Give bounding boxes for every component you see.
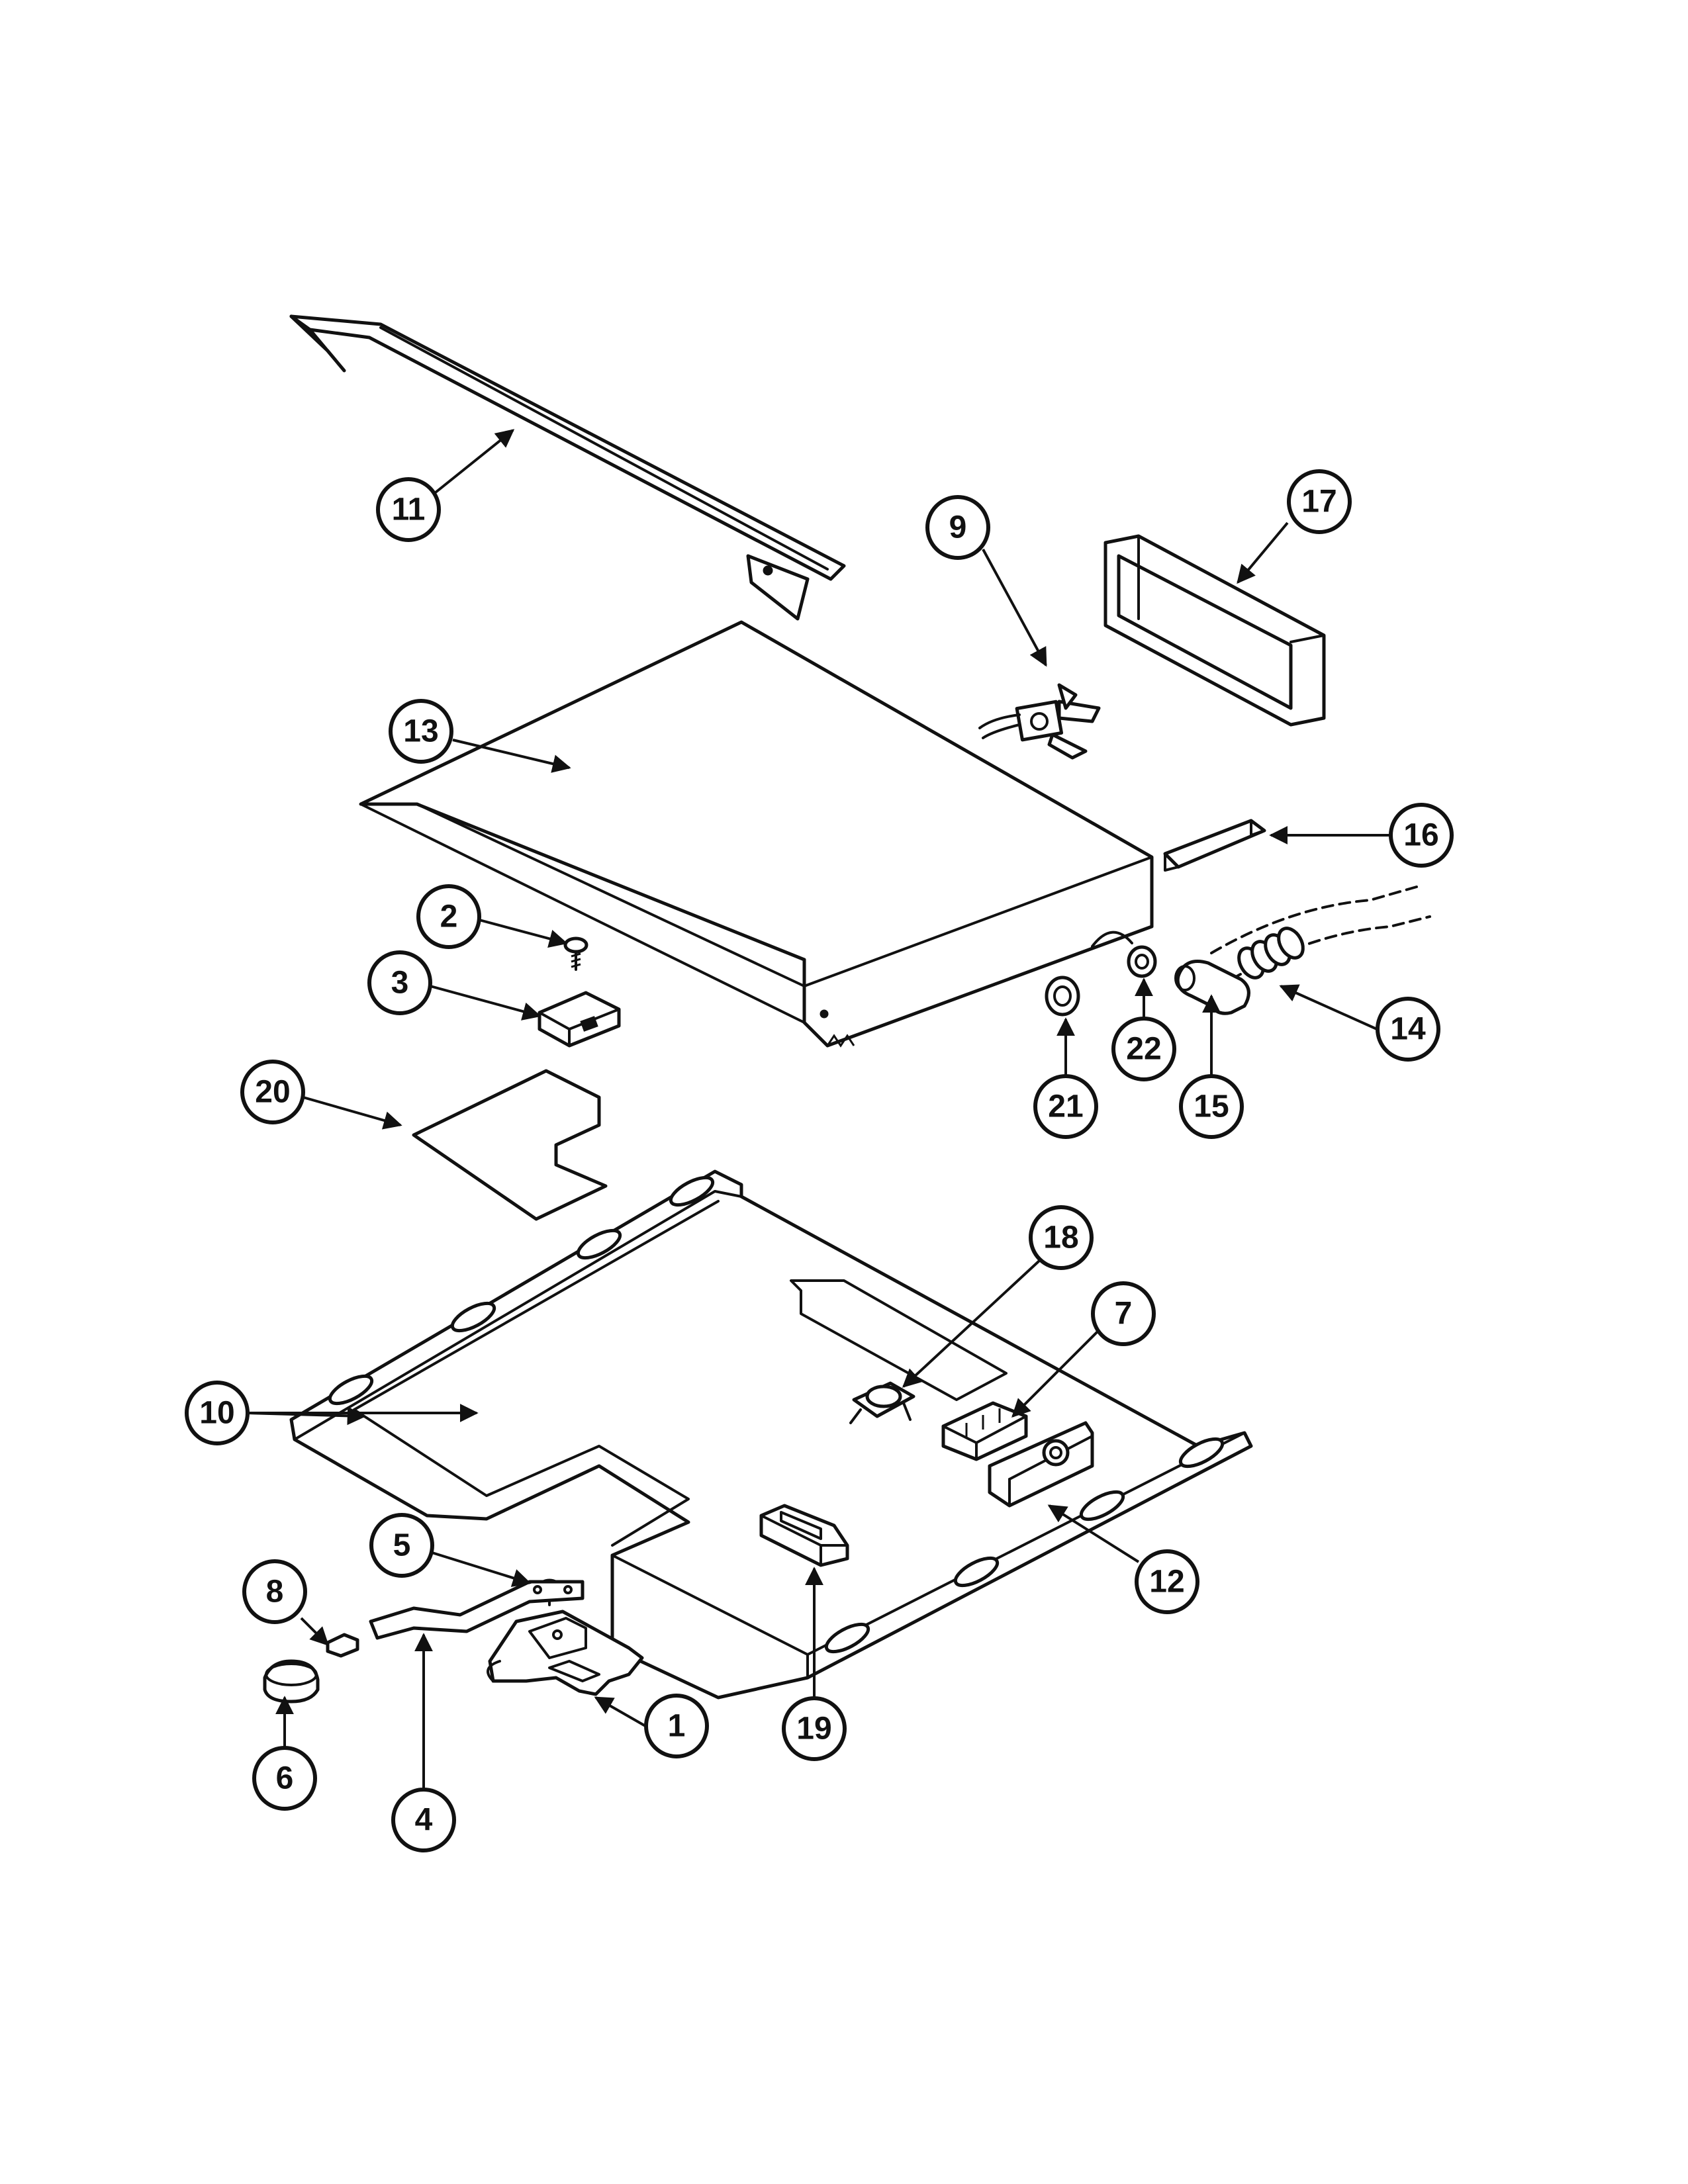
part-1-latch-assembly (487, 1610, 644, 1696)
part-13-cover-panel (359, 620, 1154, 1048)
callout-11: 11 (376, 477, 441, 542)
callout-19: 19 (782, 1696, 847, 1761)
part-7-terminal-block (941, 1401, 1028, 1461)
callout-3: 3 (367, 950, 432, 1015)
part-15-elbow (1174, 960, 1250, 1015)
callout-5-label: 5 (393, 1528, 411, 1563)
callout-3-label: 3 (391, 966, 409, 1001)
part-17-vent-housing (1103, 534, 1326, 727)
callout-5: 5 (369, 1513, 434, 1578)
callout-2: 2 (416, 884, 481, 949)
callout-6: 6 (252, 1746, 317, 1811)
callout-7-label: 7 (1115, 1297, 1133, 1332)
callout-9: 9 (925, 495, 990, 560)
callout-13-label: 13 (403, 714, 438, 749)
callout-16: 16 (1389, 803, 1454, 868)
callout-12: 12 (1135, 1549, 1199, 1614)
callout-17-label: 17 (1301, 484, 1336, 520)
callout-21-label: 21 (1048, 1089, 1083, 1124)
part-16-bracket (1163, 819, 1266, 872)
part-10-base-pan (289, 1169, 1253, 1700)
callout-10-label: 10 (199, 1396, 234, 1431)
callout-15-label: 15 (1194, 1089, 1229, 1124)
callout-10: 10 (185, 1381, 250, 1445)
part-14-hose (1210, 886, 1431, 981)
part-11-top-trim (289, 314, 846, 621)
part-8-clip (326, 1633, 359, 1658)
part-6-knob (263, 1659, 320, 1704)
callout-19-label: 19 (796, 1711, 831, 1747)
part-3-switch (538, 991, 621, 1048)
callout-6-label: 6 (276, 1761, 294, 1796)
callout-8-label: 8 (266, 1574, 284, 1610)
base-pan-oval-slots (328, 1175, 1225, 1654)
callout-9-label: 9 (949, 510, 967, 545)
part-19-relay-module (759, 1504, 849, 1567)
callout-14: 14 (1376, 997, 1440, 1062)
callout-18: 18 (1029, 1205, 1094, 1270)
callout-15: 15 (1179, 1074, 1244, 1139)
part-4-latch-arm (369, 1580, 585, 1640)
callout-22-label: 22 (1126, 1032, 1161, 1067)
callout-16-label: 16 (1403, 818, 1438, 853)
callout-11-label: 11 (392, 492, 426, 527)
callout-13: 13 (389, 699, 453, 764)
callout-22: 22 (1111, 1017, 1176, 1081)
callout-20-label: 20 (255, 1075, 290, 1110)
part-2-screw (563, 936, 588, 971)
callout-1: 1 (644, 1694, 709, 1758)
callout-1-label: 1 (668, 1709, 686, 1744)
callout-12-label: 12 (1149, 1565, 1184, 1600)
callout-8: 8 (242, 1559, 307, 1624)
part-18-thermostat (849, 1381, 915, 1424)
callout-21: 21 (1033, 1074, 1098, 1139)
part-21-grommet (1045, 976, 1080, 1017)
part-20-insulation-sheet (412, 1069, 608, 1221)
part-12-bracket (988, 1421, 1094, 1508)
callout-14-label: 14 (1390, 1012, 1426, 1047)
callout-4: 4 (391, 1788, 456, 1852)
callout-20: 20 (240, 1060, 305, 1124)
callout-17: 17 (1287, 469, 1352, 534)
callout-7: 7 (1091, 1281, 1156, 1346)
callout-4-label: 4 (415, 1803, 433, 1838)
callout-18-label: 18 (1043, 1220, 1078, 1255)
part-22-grommet (1127, 945, 1157, 978)
leader-lines (246, 429, 1390, 1790)
callout-2-label: 2 (440, 899, 458, 934)
part-9-fan-motor (978, 683, 1101, 760)
